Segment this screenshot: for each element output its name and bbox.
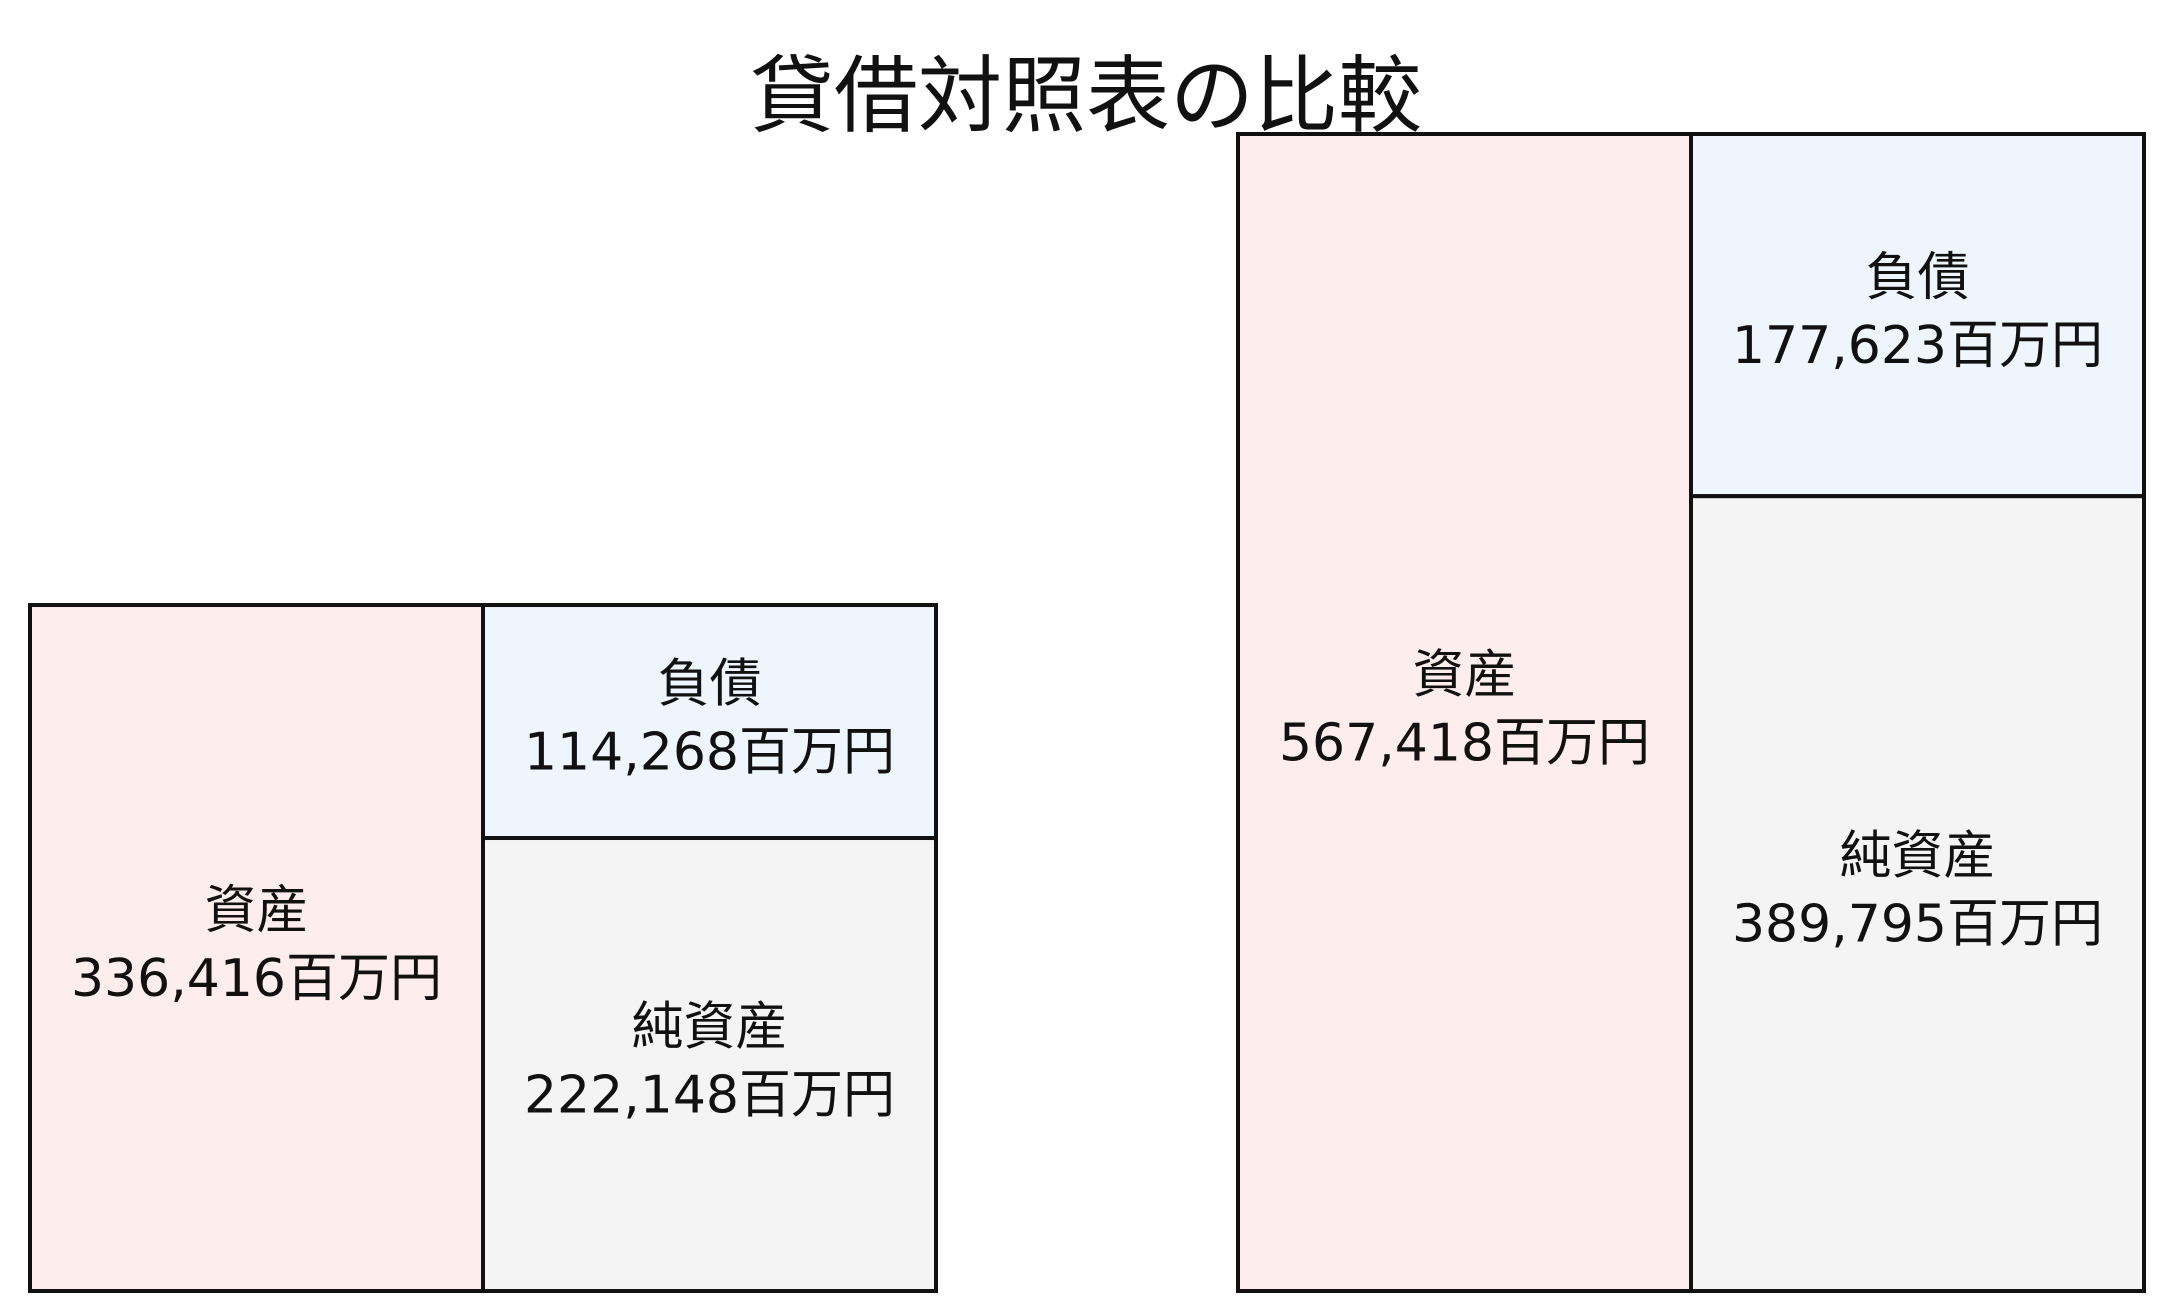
net-assets-block-1 xyxy=(1689,494,2146,1294)
liabilities-block-0 xyxy=(481,603,938,841)
net-assets-value-0: 222,148百万円 xyxy=(524,1066,895,1126)
liabilities-label-0: 負債 xyxy=(657,655,761,715)
chart-title: 貸借対照表の比較 xyxy=(750,47,1422,145)
net-assets-label-1: 純資産 xyxy=(1839,827,1995,887)
liabilities-value-1: 177,623百万円 xyxy=(1732,316,2103,376)
net-assets-value-1: 389,795百万円 xyxy=(1732,895,2103,955)
assets-value-0: 336,416百万円 xyxy=(71,949,442,1009)
net-assets-block-0 xyxy=(481,836,938,1294)
assets-value-1: 567,418百万円 xyxy=(1279,714,1650,774)
assets-label-0: 資産 xyxy=(204,881,308,941)
assets-block-0 xyxy=(28,603,485,1293)
liabilities-value-0: 114,268百万円 xyxy=(524,723,895,783)
assets-label-1: 資産 xyxy=(1412,646,1516,706)
balance-sheets: 資産336,416百万円負債114,268百万円純資産222,148百万円資産5… xyxy=(28,132,2146,1294)
net-assets-label-0: 純資産 xyxy=(631,998,787,1058)
assets-block-1 xyxy=(1236,132,1693,1293)
liabilities-block-1 xyxy=(1689,132,2146,499)
liabilities-label-1: 負債 xyxy=(1865,248,1969,308)
